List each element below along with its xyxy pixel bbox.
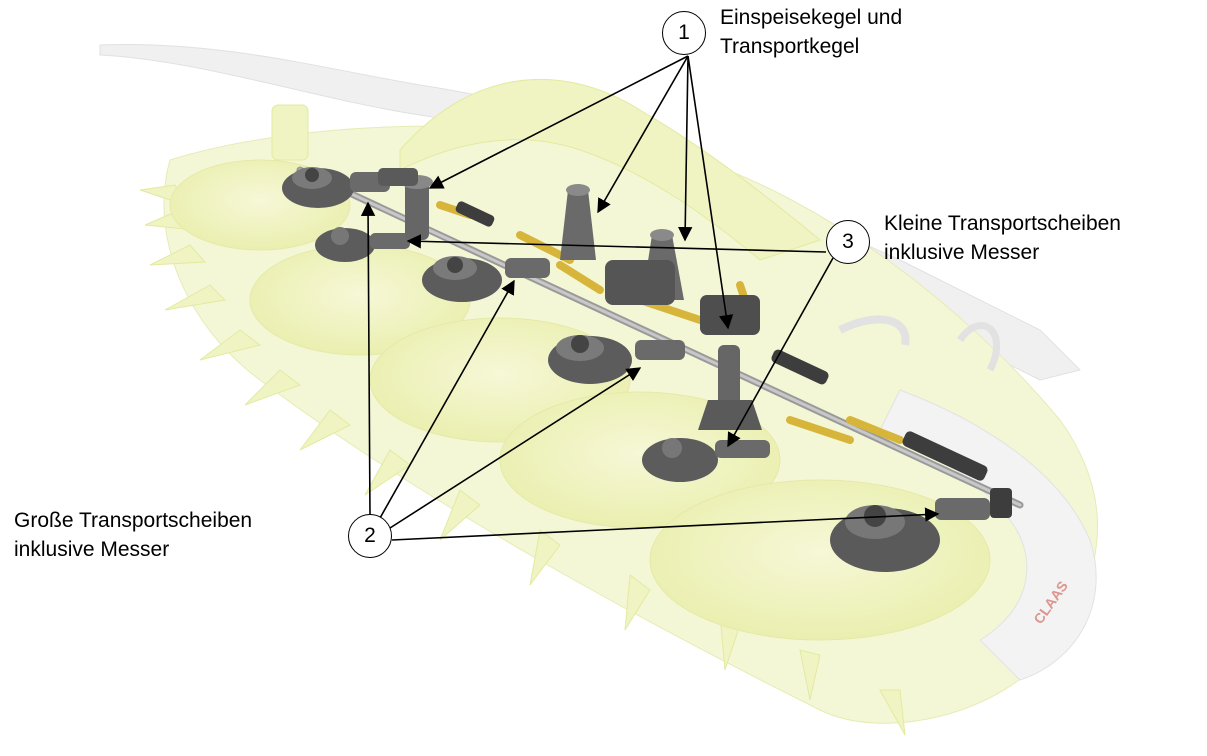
callout-label-1-line-2: Transportkegel [720,32,902,61]
callout-label-3-line-2: inklusive Messer [884,238,1121,267]
callout-number-1: 1 [678,21,690,45]
callout-label-2-line-1: Große Transportscheiben [14,506,252,535]
callout-label-1-line-1: Einspeisekegel und [720,3,902,32]
callout-label-2: Große Transportscheiben inklusive Messer [14,506,252,564]
callout-number-3: 3 [842,230,854,254]
callout-circle-1: 1 [662,11,706,55]
callout-label-2-line-2: inklusive Messer [14,535,252,564]
callout-number-2: 2 [364,524,376,548]
callout-label-3-line-1: Kleine Transportscheiben [884,209,1121,238]
callout-label-1: Einspeisekegel und Transportkegel [720,3,902,61]
callout-circle-3: 3 [826,220,870,264]
header-frame: CLAAS [100,44,1098,735]
callout-label-3: Kleine Transportscheiben inklusive Messe… [884,209,1121,267]
callout-circle-2: 2 [348,514,392,558]
